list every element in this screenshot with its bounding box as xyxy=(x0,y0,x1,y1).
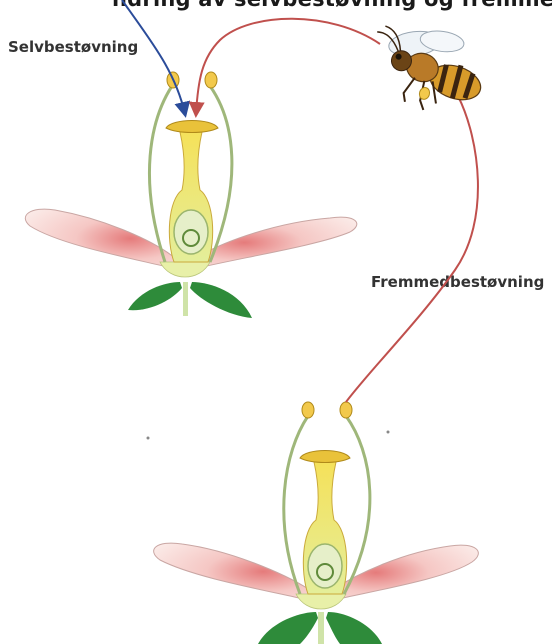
stem xyxy=(318,612,324,644)
sepal-right xyxy=(326,612,382,644)
sepal-left xyxy=(258,612,318,644)
anther-left xyxy=(302,402,314,418)
flower-bottom xyxy=(154,402,479,644)
bee-icon xyxy=(359,8,495,124)
speck xyxy=(147,437,150,440)
filament-left xyxy=(149,86,172,262)
self-pollination-arrow xyxy=(122,0,185,114)
petal-right xyxy=(196,217,357,268)
cross-pollination-arrow xyxy=(196,19,380,114)
cross-pollination-path xyxy=(346,96,478,402)
anther-right xyxy=(205,72,217,88)
sepal-left xyxy=(128,282,182,310)
stigma xyxy=(166,121,218,133)
filament-right xyxy=(344,416,370,594)
anther-right xyxy=(340,402,352,418)
speck xyxy=(387,431,390,434)
stigma xyxy=(300,451,350,463)
sepal-right xyxy=(190,282,252,318)
flower-top xyxy=(25,72,357,318)
ovary xyxy=(308,544,342,588)
stem xyxy=(183,282,188,316)
receptacle xyxy=(296,594,346,609)
ovary xyxy=(174,210,208,254)
filament-right xyxy=(210,86,232,262)
receptacle xyxy=(160,262,210,277)
